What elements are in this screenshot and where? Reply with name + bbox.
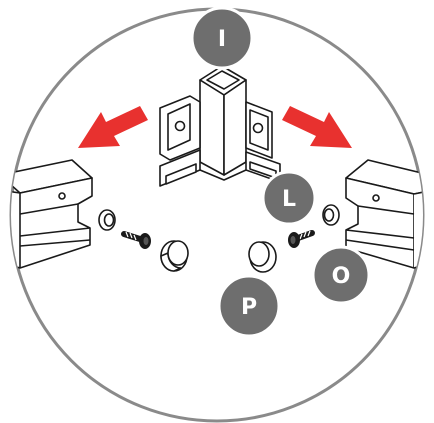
extrusion-profile-left: [11, 159, 93, 269]
nut-icon: [322, 204, 340, 226]
corner-connector: [159, 65, 281, 187]
end-cap-icon: [248, 241, 277, 273]
badge-right-upper: L: [261, 170, 317, 226]
extrusion-profile-right: [345, 159, 423, 269]
badge-label: P: [241, 295, 257, 320]
badge-bottom: P: [217, 274, 281, 338]
badge-top: I: [190, 6, 254, 70]
badge-label: O: [332, 264, 351, 289]
arrow-icon: [78, 106, 148, 148]
badge-label: L: [282, 187, 296, 212]
screw-icon: [121, 231, 151, 249]
badge-label: I: [218, 27, 226, 52]
screw-icon: [288, 230, 315, 248]
arrow-icon: [282, 106, 352, 148]
end-cap-icon: [160, 240, 189, 272]
badge-right-lower: O: [311, 245, 371, 305]
nut-icon: [98, 209, 116, 231]
